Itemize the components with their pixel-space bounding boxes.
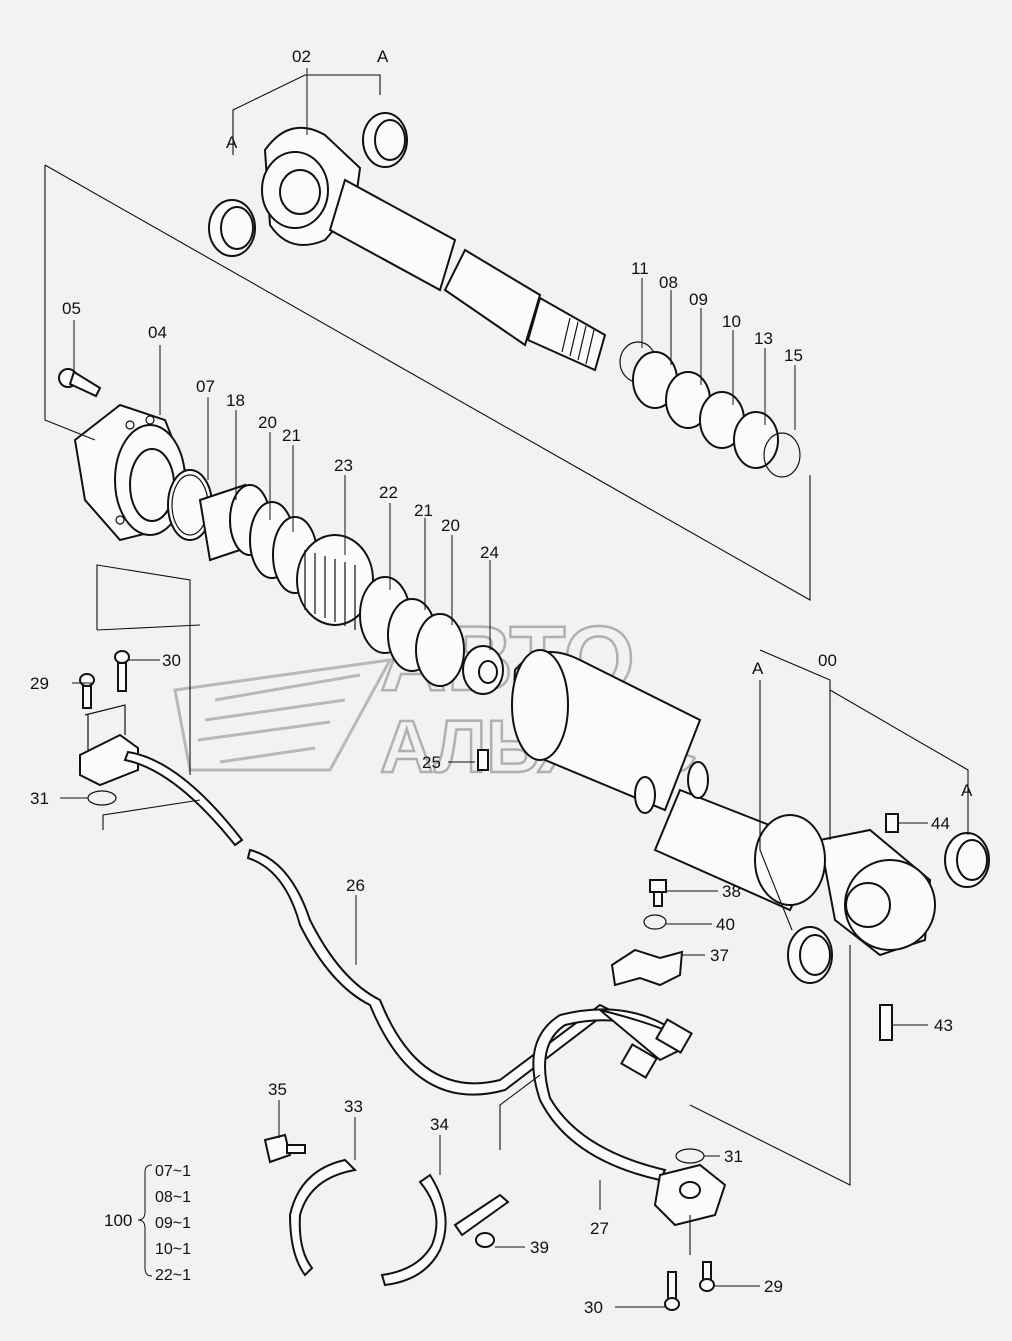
callout-05: 05 (62, 299, 81, 318)
callout-27: 27 (590, 1219, 609, 1238)
clamp-33 (288, 1158, 358, 1277)
callout-31a: 31 (30, 789, 49, 808)
flange-left (79, 704, 139, 787)
callout-26: 26 (346, 876, 365, 895)
callout-37: 37 (710, 946, 729, 965)
callout-24: 24 (480, 543, 499, 562)
seal-kit-item: 08~1 (155, 1189, 191, 1206)
callout-04: 04 (148, 323, 167, 342)
o-ring-31b (675, 1148, 705, 1164)
washer-40 (643, 914, 667, 930)
callout-labels: 02 A A 05 04 07 18 20 21 23 22 21 20 24 … (30, 47, 973, 1317)
bolt-35 (263, 1133, 306, 1164)
callout-18: 18 (226, 391, 245, 410)
callout-25: 25 (422, 753, 441, 772)
callout-33: 33 (344, 1097, 363, 1116)
callout-a-right: A (961, 781, 973, 800)
callout-21a: 21 (282, 426, 301, 445)
bolt-38 (649, 879, 667, 907)
seal-kit-item: 09~1 (155, 1215, 191, 1232)
callout-09: 09 (689, 290, 708, 309)
clamp-37 (610, 948, 684, 987)
callout-38: 38 (722, 882, 741, 901)
flange-right (653, 1163, 727, 1227)
piston-rod (261, 126, 607, 372)
callout-20a: 20 (258, 413, 277, 432)
bolt-30a (114, 650, 130, 692)
callout-40: 40 (716, 915, 735, 934)
bolt-30b (664, 1271, 680, 1311)
clamp-34 (380, 1173, 510, 1287)
set-screw-25 (477, 749, 489, 771)
callout-43: 43 (934, 1016, 953, 1035)
seal-rings-group (619, 341, 801, 478)
callout-39: 39 (530, 1238, 549, 1257)
bolt-29a (79, 673, 95, 709)
cylinder-head (73, 403, 187, 542)
bushing-a-mid (787, 926, 833, 984)
seal-kit-item: 07~1 (155, 1163, 191, 1180)
callout-21b: 21 (414, 501, 433, 520)
callout-10: 10 (722, 312, 741, 331)
bolt-05 (58, 368, 102, 398)
o-ring-31a (87, 790, 117, 806)
watermark-logo (173, 658, 393, 772)
callout-02: 02 (292, 47, 311, 66)
bushing-a-top (362, 112, 408, 168)
cylinder-tube (511, 649, 936, 957)
callout-23: 23 (334, 456, 353, 475)
seal-kit-item: 10~1 (155, 1241, 191, 1258)
callout-07: 07 (196, 377, 215, 396)
callout-30a: 30 (162, 651, 181, 670)
leader-lines (60, 68, 928, 1308)
callout-30b: 30 (584, 1298, 603, 1317)
callout-11: 11 (631, 259, 649, 278)
bushing-a-right (944, 832, 990, 888)
seal-kit-legend: 100 07~1 08~1 09~1 10~1 22~1 (104, 1163, 191, 1284)
pipe-26 (123, 750, 612, 1096)
callout-29a: 29 (30, 674, 49, 693)
grease-fitting-44 (885, 813, 899, 833)
callout-29b: 29 (764, 1277, 783, 1296)
callout-a-top: A (377, 47, 389, 66)
callout-31b: 31 (724, 1147, 743, 1166)
callout-15: 15 (784, 346, 803, 365)
callout-20b: 20 (441, 516, 460, 535)
bushing-a-left (208, 199, 256, 257)
nut-39 (475, 1232, 495, 1248)
seal-kit-label: 100 (104, 1211, 132, 1230)
callout-44: 44 (931, 814, 950, 833)
callout-35: 35 (268, 1080, 287, 1099)
reference-frames (44, 74, 969, 1255)
callout-13: 13 (754, 329, 773, 348)
grease-fitting-43 (879, 1004, 893, 1041)
pipe-27 (532, 1008, 693, 1182)
callout-a-left: A (226, 133, 238, 152)
callout-a-mid: A (752, 659, 764, 678)
callout-08: 08 (659, 273, 678, 292)
piston-seals (198, 483, 504, 695)
callout-22: 22 (379, 483, 398, 502)
bolt-29b (699, 1261, 715, 1292)
callout-00: 00 (818, 651, 837, 670)
callout-34: 34 (430, 1115, 449, 1134)
seal-kit-item: 22~1 (155, 1267, 191, 1284)
